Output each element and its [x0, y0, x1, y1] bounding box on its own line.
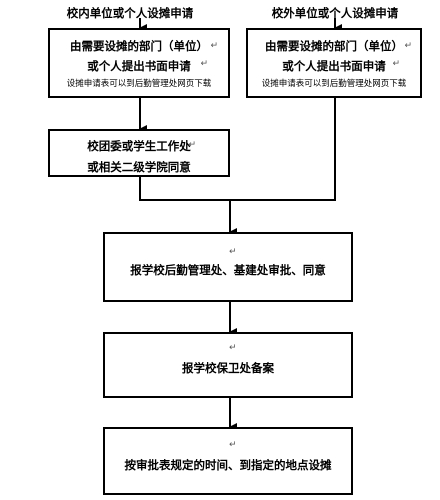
paragraph-mark: ↵ [188, 140, 196, 150]
approval-line1: 校团委或学生工作处 [87, 139, 191, 153]
approval-box: 校团委或学生工作处 或相关二级学院同意 ↵ [48, 129, 230, 177]
security-record-box: ↵ 报学校保卫处备案 [103, 332, 353, 398]
left-request-line2: 或个人提出书面申请 [87, 59, 191, 73]
right-request-note: 设摊申请表可以到后勤管理处网页下载 [261, 79, 407, 89]
left-request-box: 由需要设摊的部门（单位） 或个人提出书面申请 设摊申请表可以到后勤管理处网页下载… [48, 28, 230, 98]
logistics-approval-text: 报学校后勤管理处、基建处审批、同意 [130, 263, 326, 277]
logistics-approval-box: ↵ 报学校后勤管理处、基建处审批、同意 [103, 232, 353, 302]
paragraph-mark: ↵ [404, 41, 412, 51]
right-request-line2: 或个人提出书面申请 [282, 59, 386, 73]
paragraph-mark: ↵ [210, 41, 218, 51]
paragraph-mark: ↵ [229, 343, 237, 353]
left-request-line1: 由需要设摊的部门（单位） [70, 39, 208, 53]
paragraph-mark: ↵ [229, 247, 237, 257]
final-setup-box: ↵ 按审批表规定的时间、到指定的地点设摊 [103, 427, 353, 495]
left-request-note: 设摊申请表可以到后勤管理处网页下载 [66, 79, 212, 89]
approval-line2: 或相关二级学院同意 [87, 160, 191, 174]
paragraph-mark: ↵ [229, 440, 237, 450]
right-request-line1: 由需要设摊的部门（单位） [265, 39, 403, 53]
right-source-title: 校外单位或个人设摊申请 [271, 6, 399, 20]
left-source-title: 校内单位或个人设摊申请 [66, 6, 194, 20]
final-setup-text: 按审批表规定的时间、到指定的地点设摊 [124, 458, 332, 472]
paragraph-mark: ↵ [200, 59, 208, 69]
security-record-text: 报学校保卫处备案 [182, 361, 274, 375]
paragraph-mark: ↵ [392, 59, 400, 69]
right-request-box: 由需要设摊的部门（单位） 或个人提出书面申请 设摊申请表可以到后勤管理处网页下载… [246, 28, 422, 98]
